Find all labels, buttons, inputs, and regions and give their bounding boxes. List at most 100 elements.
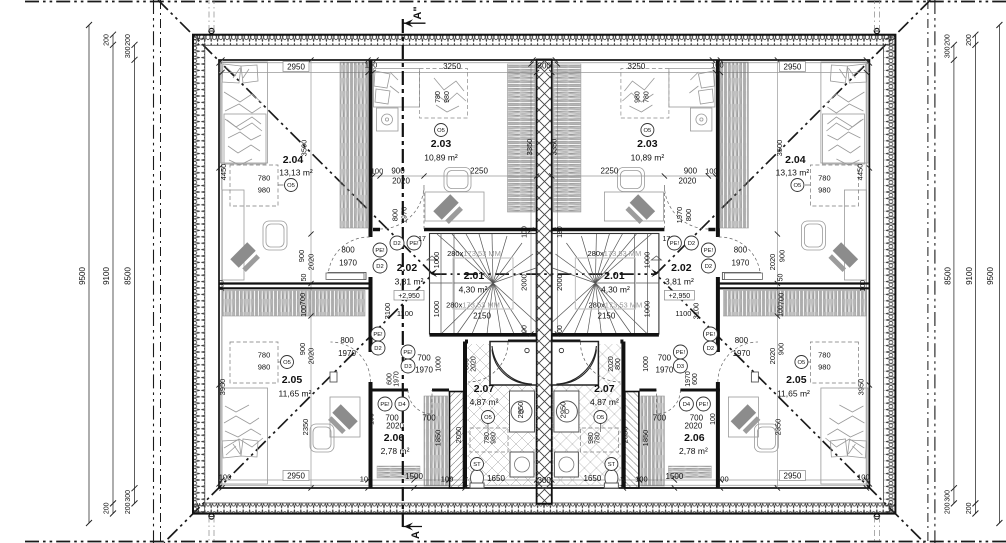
svg-text:D2: D2 bbox=[376, 264, 383, 270]
svg-text:780: 780 bbox=[643, 91, 650, 103]
svg-text:2050: 2050 bbox=[620, 427, 629, 444]
svg-text:2.01: 2.01 bbox=[464, 270, 485, 282]
svg-text:780: 780 bbox=[594, 432, 601, 444]
svg-text:2020: 2020 bbox=[685, 422, 703, 431]
svg-text:2.04: 2.04 bbox=[283, 154, 304, 166]
svg-text:800: 800 bbox=[391, 209, 400, 222]
svg-text:1970: 1970 bbox=[675, 207, 684, 224]
svg-text:2950: 2950 bbox=[516, 402, 525, 419]
svg-text:100: 100 bbox=[557, 325, 564, 337]
svg-text:1970: 1970 bbox=[656, 366, 674, 375]
svg-text:2.04: 2.04 bbox=[785, 154, 806, 166]
svg-text:2020: 2020 bbox=[307, 254, 316, 271]
svg-text:2.05: 2.05 bbox=[786, 374, 807, 386]
svg-text:2050: 2050 bbox=[454, 427, 463, 444]
svg-text:2.02: 2.02 bbox=[397, 262, 418, 274]
svg-text:100: 100 bbox=[522, 325, 529, 337]
svg-text:3950: 3950 bbox=[856, 379, 865, 396]
svg-text:3,81 m²: 3,81 m² bbox=[395, 277, 424, 287]
svg-text:300: 300 bbox=[944, 490, 951, 502]
svg-text:O5: O5 bbox=[597, 415, 605, 421]
svg-text:2.06: 2.06 bbox=[684, 432, 705, 444]
svg-text:200: 200 bbox=[104, 34, 111, 46]
svg-text:2,78 m²: 2,78 m² bbox=[679, 446, 708, 456]
svg-text:4450: 4450 bbox=[855, 164, 864, 181]
svg-text:100: 100 bbox=[522, 226, 529, 238]
svg-text:8500: 8500 bbox=[124, 267, 133, 285]
svg-text:1500: 1500 bbox=[405, 472, 423, 481]
svg-text:2.05: 2.05 bbox=[282, 374, 303, 386]
svg-text:2020: 2020 bbox=[679, 177, 697, 186]
svg-text:+2,950: +2,950 bbox=[669, 293, 691, 300]
svg-text:2.02: 2.02 bbox=[671, 262, 692, 274]
svg-text:O5: O5 bbox=[437, 128, 445, 134]
svg-text:200: 200 bbox=[966, 34, 973, 46]
svg-text:980: 980 bbox=[818, 186, 831, 195]
svg-text:2020: 2020 bbox=[608, 356, 615, 372]
svg-text:700: 700 bbox=[417, 354, 431, 363]
svg-text:1850: 1850 bbox=[434, 430, 443, 447]
svg-text:50: 50 bbox=[301, 274, 308, 282]
svg-text:1000: 1000 bbox=[432, 301, 441, 318]
svg-text:800: 800 bbox=[341, 246, 355, 255]
svg-text:1100: 1100 bbox=[397, 309, 413, 318]
svg-text:300: 300 bbox=[538, 476, 552, 485]
svg-text:3,81 m²: 3,81 m² bbox=[665, 277, 694, 287]
svg-text:1970: 1970 bbox=[732, 259, 750, 268]
svg-text:1000: 1000 bbox=[436, 356, 443, 372]
svg-text:2020: 2020 bbox=[386, 422, 404, 431]
svg-text:1970: 1970 bbox=[733, 349, 751, 358]
svg-text:3500: 3500 bbox=[775, 140, 784, 157]
svg-text:2.01: 2.01 bbox=[604, 270, 625, 282]
svg-text:100: 100 bbox=[711, 61, 724, 70]
svg-text:100: 100 bbox=[716, 475, 729, 484]
svg-text:280x173,53 MM: 280x173,53 MM bbox=[589, 301, 643, 310]
svg-text:100: 100 bbox=[705, 167, 718, 176]
svg-text:1650: 1650 bbox=[487, 474, 505, 483]
svg-text:PE!: PE! bbox=[676, 350, 686, 356]
svg-text:700: 700 bbox=[653, 414, 667, 423]
svg-text:13,13 m²: 13,13 m² bbox=[279, 168, 313, 178]
svg-text:600: 600 bbox=[387, 373, 394, 385]
svg-text:100: 100 bbox=[301, 305, 308, 317]
svg-text:100: 100 bbox=[360, 475, 373, 484]
svg-text:1500: 1500 bbox=[666, 472, 684, 481]
svg-text:700: 700 bbox=[385, 414, 399, 423]
svg-text:PE!: PE! bbox=[403, 350, 413, 356]
svg-text:D3: D3 bbox=[404, 364, 411, 370]
svg-text:PE!: PE! bbox=[670, 241, 680, 247]
svg-text:1650: 1650 bbox=[584, 474, 602, 483]
svg-text:PE!: PE! bbox=[380, 402, 390, 408]
svg-text:800: 800 bbox=[684, 209, 693, 222]
svg-text:280x173,53 MM: 280x173,53 MM bbox=[588, 249, 642, 258]
svg-text:100: 100 bbox=[857, 473, 870, 482]
svg-text:D2: D2 bbox=[374, 346, 381, 352]
svg-text:200: 200 bbox=[966, 502, 973, 514]
svg-text:200: 200 bbox=[125, 502, 132, 514]
svg-text:O5: O5 bbox=[283, 360, 291, 366]
svg-text:780: 780 bbox=[818, 351, 831, 360]
svg-text:800: 800 bbox=[735, 336, 749, 345]
svg-text:2950: 2950 bbox=[287, 472, 305, 481]
svg-text:300: 300 bbox=[538, 62, 552, 71]
svg-text:O5: O5 bbox=[798, 360, 806, 366]
svg-text:200: 200 bbox=[104, 502, 111, 514]
svg-text:100: 100 bbox=[371, 167, 384, 176]
svg-text:780: 780 bbox=[258, 351, 271, 360]
svg-text:300: 300 bbox=[944, 46, 951, 58]
svg-text:O5: O5 bbox=[644, 128, 652, 134]
svg-text:780: 780 bbox=[435, 91, 442, 103]
svg-text:2020: 2020 bbox=[471, 356, 478, 372]
svg-text:3250: 3250 bbox=[443, 62, 461, 71]
svg-text:700: 700 bbox=[690, 414, 704, 423]
svg-text:PE!: PE! bbox=[699, 402, 709, 408]
svg-text:2020: 2020 bbox=[768, 254, 777, 271]
svg-text:4,30 m²: 4,30 m² bbox=[459, 285, 488, 295]
svg-text:ST: ST bbox=[473, 462, 481, 468]
svg-text:800: 800 bbox=[340, 336, 354, 345]
svg-text:4,87 m²: 4,87 m² bbox=[470, 397, 499, 407]
svg-text:D4: D4 bbox=[683, 402, 691, 408]
svg-text:13,13 m²: 13,13 m² bbox=[776, 168, 810, 178]
svg-text:2150: 2150 bbox=[598, 312, 616, 321]
svg-text:10,89 m²: 10,89 m² bbox=[631, 153, 665, 163]
